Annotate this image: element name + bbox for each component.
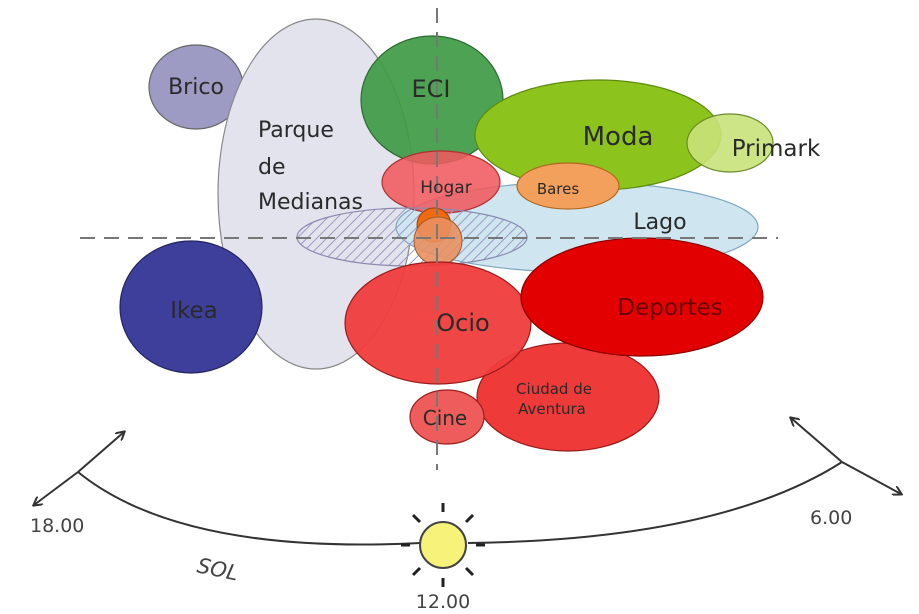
sun-icon <box>401 503 485 587</box>
label-primark: Primark <box>732 136 821 162</box>
label-lago: Lago <box>633 210 686 235</box>
zone-primark <box>686 113 774 173</box>
arrow-morning-out <box>841 461 901 494</box>
label-brico: Brico <box>168 75 224 100</box>
label-bares: Bares <box>537 180 580 198</box>
label-eci: ECI <box>412 75 451 103</box>
label-ciudad-line1: Ciudad de <box>516 380 592 398</box>
label-ciudad-line2: Aventura <box>518 400 586 418</box>
label-ikea: Ikea <box>170 298 218 324</box>
label-time-morning: 6.00 <box>810 507 852 529</box>
label-parque-line2: de <box>258 155 286 180</box>
label-hogar: Hogar <box>420 178 471 198</box>
zone-cine <box>409 389 485 445</box>
arrow-evening-up <box>77 432 124 473</box>
zone-ikea <box>119 240 263 374</box>
label-parque-line3: Medianas <box>258 190 363 215</box>
label-parque-line1: Parque <box>258 118 334 143</box>
arrow-morning-up <box>791 418 843 463</box>
label-time-evening: 18.00 <box>30 515 84 537</box>
sun-path-arc-right <box>467 461 843 544</box>
label-deportes: Deportes <box>617 295 722 321</box>
label-moda: Moda <box>583 122 654 152</box>
arrow-evening-out <box>34 471 79 505</box>
label-sol: SOL <box>195 553 241 585</box>
label-cine: Cine <box>423 406 468 430</box>
sun-path-arc <box>77 471 421 546</box>
zone-bares <box>516 162 620 210</box>
label-ocio: Ocio <box>436 309 489 337</box>
label-time-noon: 12.00 <box>416 591 470 613</box>
